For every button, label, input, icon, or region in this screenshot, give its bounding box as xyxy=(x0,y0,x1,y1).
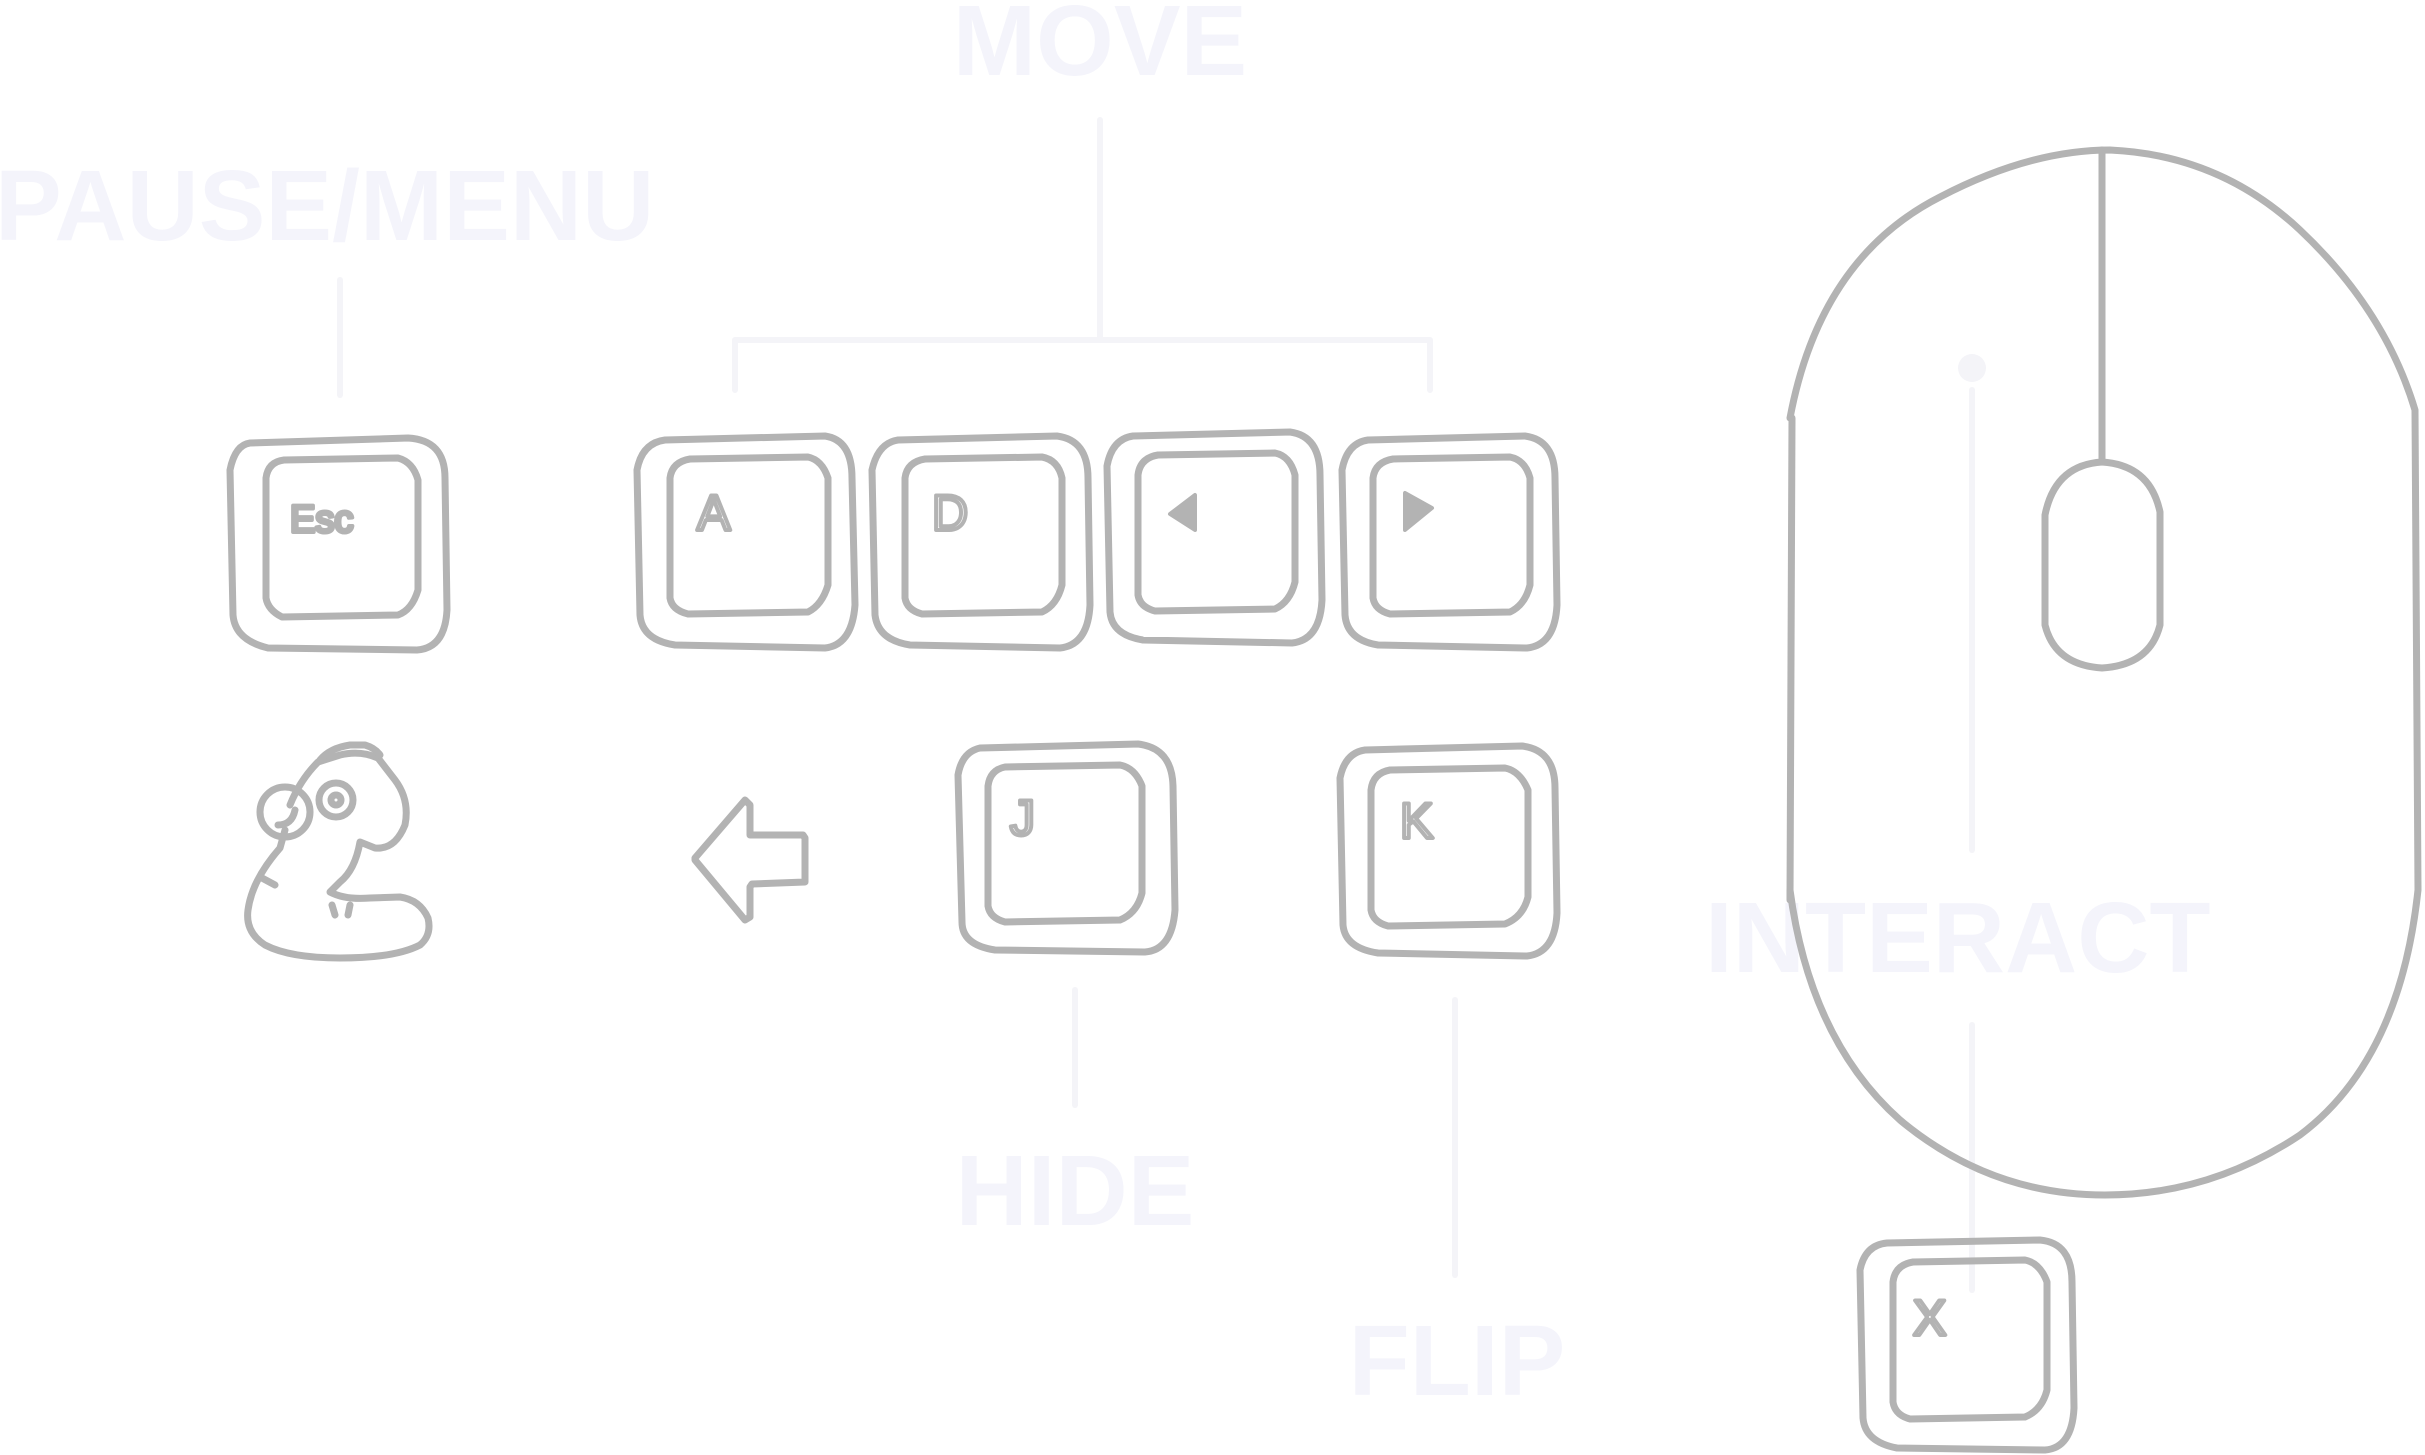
mouse-body xyxy=(1786,146,2422,1199)
key-d[interactable]: D xyxy=(868,432,1094,652)
character-mascot-icon xyxy=(244,741,433,962)
label-move: MOVE xyxy=(953,0,1247,97)
key-d-label: D xyxy=(932,485,968,541)
label-hide: HIDE xyxy=(956,1135,1195,1247)
key-k[interactable]: K xyxy=(1336,742,1561,960)
key-left[interactable] xyxy=(1103,428,1326,647)
key-esc[interactable]: Esc xyxy=(226,434,451,654)
key-x[interactable]: X xyxy=(1856,1236,2078,1454)
key-j[interactable]: J xyxy=(954,740,1179,956)
connector-interact-dot xyxy=(1958,354,1986,382)
key-a[interactable]: A xyxy=(633,432,859,652)
mouse-scroll-wheel xyxy=(2041,458,2164,672)
key-j-label: J xyxy=(1010,790,1035,846)
label-pause-menu: PAUSE/MENU xyxy=(0,150,654,262)
key-x-label: X xyxy=(1913,1290,1946,1346)
back-arrow-icon xyxy=(691,796,809,924)
connector-move xyxy=(732,117,1433,393)
key-k-label: K xyxy=(1400,793,1433,849)
key-esc-label: Esc xyxy=(290,499,353,541)
connector-lines xyxy=(337,117,1986,1293)
key-a-label: A xyxy=(697,485,731,541)
label-interact: INTERACT xyxy=(1705,882,2211,994)
mouse-icon[interactable] xyxy=(1786,146,2422,1199)
label-flip: FLIP xyxy=(1349,1305,1566,1417)
key-right[interactable] xyxy=(1338,432,1561,652)
right-triangle-icon xyxy=(1403,491,1434,532)
left-triangle-icon xyxy=(1168,493,1197,532)
